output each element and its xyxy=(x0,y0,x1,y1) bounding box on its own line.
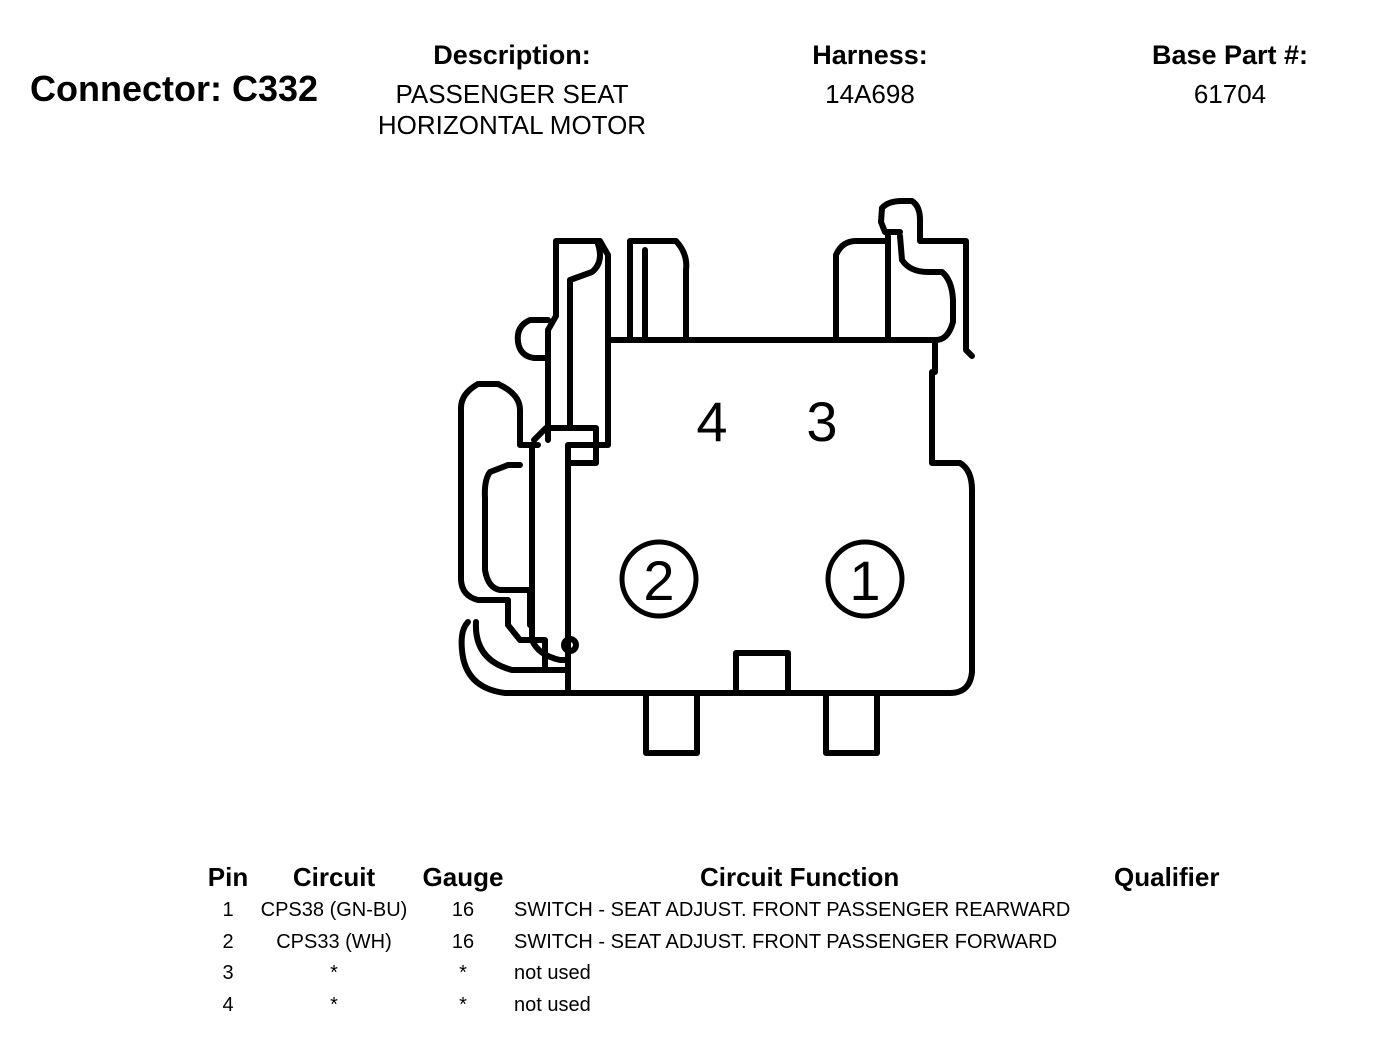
row-function: not used xyxy=(514,994,591,1016)
pin-1-cavity xyxy=(825,539,905,619)
table-header-function: Circuit Function xyxy=(700,862,900,892)
hinge-dot xyxy=(561,636,579,654)
pin-1-label: 1 xyxy=(849,549,880,612)
left-clip-block xyxy=(481,462,533,593)
base-part-value: 61704 xyxy=(1193,79,1267,109)
bottom-foot-left xyxy=(643,690,700,756)
table-header-circuit: Circuit xyxy=(292,862,376,892)
description-line-1: PASSENGER SEAT xyxy=(395,79,629,109)
pin-3-label: 3 xyxy=(806,390,837,453)
row-circuit: CPS33 (WH) xyxy=(276,931,392,953)
right-latch-post xyxy=(878,198,975,359)
table-header-gauge: Gauge xyxy=(422,862,504,892)
right-tab xyxy=(833,233,891,343)
left-tab xyxy=(627,238,690,343)
bottom-foot-right xyxy=(823,690,880,756)
row-gauge: * xyxy=(459,962,467,984)
left-clip-spine xyxy=(529,442,571,663)
left-clip-outer xyxy=(457,381,548,671)
left-clip-rail xyxy=(531,425,599,466)
description-value: PASSENGER SEAT HORIZONTAL MOTOR xyxy=(352,79,672,141)
harness-value: 14A698 xyxy=(825,79,915,109)
row-gauge: 16 xyxy=(451,899,475,921)
description-line-2: HORIZONTAL MOTOR xyxy=(377,110,647,140)
pin-4-label: 4 xyxy=(696,390,727,453)
pin-2-cavity xyxy=(619,539,699,619)
left-latch-inner xyxy=(567,241,603,283)
left-knob xyxy=(514,317,551,361)
row-pin: 2 xyxy=(222,931,234,953)
harness-label: Harness: xyxy=(812,40,928,70)
connector-title: Connector: C332 xyxy=(30,68,319,109)
row-pin: 4 xyxy=(222,994,234,1016)
row-gauge: * xyxy=(459,994,467,1016)
left-hook xyxy=(458,619,571,696)
row-pin: 3 xyxy=(222,962,234,984)
pin-2-label: 2 xyxy=(643,549,674,612)
table-header-pin: Pin xyxy=(207,862,249,892)
left-clip-hinge xyxy=(505,462,533,628)
table-header-qualifier: Qualifier xyxy=(1114,862,1220,892)
row-function: not used xyxy=(514,962,591,984)
base-part-label: Base Part #: xyxy=(1151,40,1309,70)
right-latch-curl xyxy=(897,233,956,343)
left-latch-frame xyxy=(545,238,611,443)
left-clip-arm xyxy=(495,381,541,448)
row-circuit: * xyxy=(330,962,338,984)
connector-face-diagram: 1 2 3 4 xyxy=(457,198,975,756)
bottom-center-tab xyxy=(733,650,791,696)
left-hook-inner xyxy=(472,619,571,673)
row-function: SWITCH - SEAT ADJUST. FRONT PASSENGER FO… xyxy=(514,931,1058,953)
row-gauge: 16 xyxy=(451,931,475,953)
row-circuit: CPS38 (GN-BU) xyxy=(260,899,408,921)
row-function: SWITCH - SEAT ADJUST. FRONT PASSENGER RE… xyxy=(514,899,1071,921)
connector-housing xyxy=(565,337,975,696)
row-circuit: * xyxy=(330,994,338,1016)
description-label: Description: xyxy=(433,40,591,70)
row-pin: 1 xyxy=(222,899,234,921)
